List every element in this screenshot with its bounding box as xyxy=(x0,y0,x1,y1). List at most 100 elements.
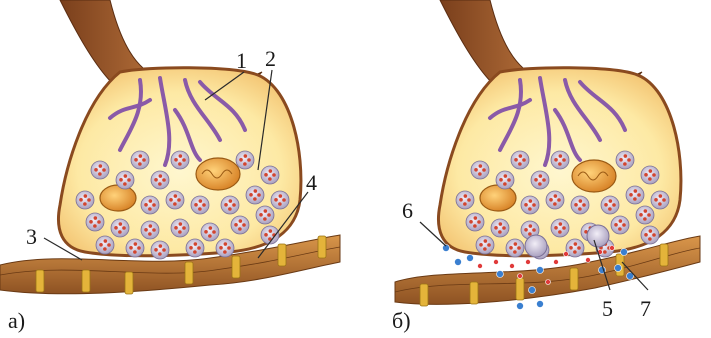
vesicle-content xyxy=(257,193,261,197)
vesicle-content xyxy=(264,233,268,237)
vesicle-content xyxy=(268,177,272,181)
vesicle-content xyxy=(182,158,186,162)
vesicle xyxy=(236,151,254,169)
vesicle xyxy=(521,196,539,214)
vesicle-content xyxy=(619,158,623,162)
vesicle-content xyxy=(244,154,248,158)
vesicle-content xyxy=(513,250,517,254)
vesicle-content xyxy=(174,226,178,230)
vesicle-content xyxy=(469,220,473,224)
vesicle-content xyxy=(194,203,198,207)
vesicle-content xyxy=(507,178,511,182)
vesicle-content xyxy=(148,207,152,211)
receptor xyxy=(278,244,286,266)
vesicle xyxy=(86,213,104,231)
vesicle-content xyxy=(549,198,553,202)
vesicle-content xyxy=(229,199,233,203)
vesicle-content xyxy=(269,229,273,233)
vesicle-content xyxy=(193,250,197,254)
vesicle-content xyxy=(264,173,268,177)
vesicle xyxy=(221,196,239,214)
vesicle-content xyxy=(162,178,166,182)
vesicle-content xyxy=(209,226,213,230)
receptor xyxy=(125,272,133,294)
vesicle-content xyxy=(253,197,257,201)
vesicle-content xyxy=(499,222,503,226)
vesicle-content xyxy=(267,213,271,217)
vesicle-content xyxy=(259,213,263,217)
vesicle xyxy=(126,239,144,257)
vesicle-content xyxy=(179,222,183,226)
vesicle-content xyxy=(464,194,468,198)
vesicle-content xyxy=(474,168,478,172)
vesicle-content xyxy=(282,198,286,202)
vesicle-content xyxy=(643,217,647,221)
vesicle-content xyxy=(609,199,613,203)
vesicle-content xyxy=(557,198,561,202)
vesicle-content xyxy=(612,203,616,207)
vesicle-content xyxy=(99,164,103,168)
vesicle-content xyxy=(83,202,87,206)
vesicle xyxy=(96,236,114,254)
vesicle-content xyxy=(482,168,486,172)
vesicle-content xyxy=(247,158,251,162)
transmitter-molecule xyxy=(621,249,628,256)
vesicle-content xyxy=(538,182,542,186)
vesicle-content xyxy=(648,177,652,181)
vesicle-content xyxy=(93,224,97,228)
vesicle xyxy=(151,171,169,189)
vesicle-content xyxy=(204,230,208,234)
vesicle-content xyxy=(532,203,536,207)
vesicle xyxy=(651,191,669,209)
vesicle-content xyxy=(654,198,658,202)
vesicle-content xyxy=(498,230,502,234)
vesicle xyxy=(641,166,659,184)
vesicle xyxy=(111,219,129,237)
callout-3: 3 xyxy=(26,224,37,249)
vesicle-content xyxy=(603,250,607,254)
vesicle-content xyxy=(463,202,467,206)
vesicle-content xyxy=(517,246,521,250)
vesicle-content xyxy=(199,199,203,203)
vesicle-content xyxy=(99,243,103,247)
vesicle-content xyxy=(467,198,471,202)
vesicle-content xyxy=(114,226,118,230)
vesicle-content xyxy=(144,203,148,207)
vesicle-content xyxy=(652,233,656,237)
vesicle-content xyxy=(274,198,278,202)
vesicle-content xyxy=(174,158,178,162)
transmitter-molecule xyxy=(529,287,536,294)
vesicle-content xyxy=(574,242,578,246)
callout-6: 6 xyxy=(402,198,413,223)
vesicle-content xyxy=(639,213,643,217)
transmitter-molecule xyxy=(497,271,504,278)
vesicle-content xyxy=(658,202,662,206)
vesicle-content xyxy=(474,216,478,220)
receptor xyxy=(185,262,193,284)
vesicle-content xyxy=(79,198,83,202)
vesicle-content xyxy=(648,237,652,241)
vesicle xyxy=(246,186,264,204)
vesicle-content xyxy=(652,173,656,177)
vesicle-content xyxy=(633,197,637,201)
vesicle-content xyxy=(149,224,153,228)
transmitter-molecule xyxy=(586,258,591,263)
vesicle-content xyxy=(554,194,558,198)
vesicle xyxy=(491,219,509,237)
vesicle-content xyxy=(569,246,573,250)
vesicle-content xyxy=(234,223,238,227)
vesicle-content xyxy=(152,203,156,207)
vesicle-content xyxy=(659,194,663,198)
vesicle-content xyxy=(198,207,202,211)
vesicle-content xyxy=(562,226,566,230)
vesicle-content xyxy=(554,158,558,162)
vesicle-content xyxy=(119,222,123,226)
vesicle xyxy=(626,186,644,204)
vesicle xyxy=(511,151,529,169)
vesicle-content xyxy=(224,203,228,207)
vesicle-content xyxy=(528,232,532,236)
fusing-vesicle xyxy=(587,225,609,247)
vesicle-content xyxy=(212,230,216,234)
transmitter-molecule xyxy=(510,264,515,269)
vesicle-content xyxy=(514,242,518,246)
